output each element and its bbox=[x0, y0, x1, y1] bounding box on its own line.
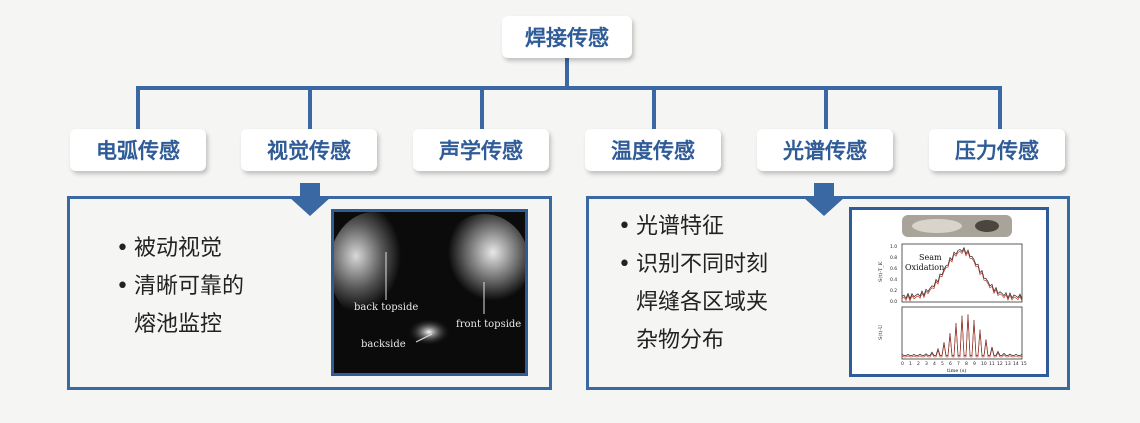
spectral-bullet-2-cont-1: 焊缝各区域夹 bbox=[636, 290, 769, 315]
vision-bullet-1: •被动视觉 bbox=[116, 236, 223, 261]
branch-arc bbox=[136, 86, 140, 130]
branch-spectral bbox=[824, 86, 828, 130]
spectral-bullet-2-cont-2: 杂物分布 bbox=[636, 328, 725, 353]
category-acoustic: 声学传感 bbox=[413, 129, 549, 171]
xtick-label: 0 bbox=[901, 361, 904, 367]
branch-vision bbox=[308, 86, 312, 130]
category-temperature-label: 温度传感 bbox=[611, 139, 695, 163]
branch-temperature bbox=[652, 86, 656, 130]
label-backside: backside bbox=[361, 339, 406, 350]
xtick-label: 1 bbox=[909, 361, 912, 367]
branch-pressure bbox=[998, 86, 1002, 130]
root-node: 焊接传感 bbox=[502, 16, 632, 58]
xtick-label: 11 bbox=[989, 361, 995, 367]
bottom-series-fit-line bbox=[901, 315, 1023, 358]
ylabel-top: S(t)-T_K bbox=[877, 261, 884, 282]
weld-pool-photo bbox=[334, 212, 525, 346]
vision-bullets: •被动视觉 •清晰可靠的 熔池监控 bbox=[116, 230, 244, 344]
category-vision: 视觉传感 bbox=[241, 129, 377, 171]
ytick-label: 0.4 bbox=[890, 277, 897, 283]
xtick-label: 4 bbox=[933, 361, 936, 367]
horizontal-bus bbox=[136, 86, 1002, 90]
bottom-series bbox=[901, 314, 1023, 358]
category-vision-label: 视觉传感 bbox=[267, 139, 351, 163]
chart-annotation-seam: Seam bbox=[919, 253, 942, 262]
category-spectral: 光谱传感 bbox=[757, 129, 893, 171]
spectral-chart-image: Seam Oxidation S(t)-T_K S(t)-U 1.0 0.8 0.6… bbox=[849, 207, 1049, 377]
bottom-plot-frame bbox=[901, 306, 1023, 360]
category-pressure: 压力传感 bbox=[929, 129, 1065, 171]
top-series-line bbox=[901, 246, 1023, 300]
category-pressure-label: 压力传感 bbox=[955, 139, 1039, 163]
category-arc: 电弧传感 bbox=[70, 129, 206, 171]
xtick-label: 7 bbox=[957, 361, 960, 367]
spectral-bullet-1: •光谱特征 bbox=[618, 214, 725, 239]
spectral-bullets: •光谱特征 •识别不同时刻 焊缝各区域夹 杂物分布 bbox=[618, 208, 768, 360]
ytick-label: 1.0 bbox=[890, 244, 897, 250]
top-plot-frame bbox=[901, 243, 1023, 303]
yticks-top: 1.0 0.8 0.6 0.4 0.2 0.0 bbox=[890, 244, 897, 305]
branch-acoustic bbox=[480, 86, 484, 130]
category-acoustic-label: 声学传感 bbox=[439, 139, 523, 163]
xtick-label: 15 bbox=[1021, 361, 1027, 367]
chart-annotation-oxidation: Oxidation bbox=[905, 263, 944, 272]
label-front-topside: front topside bbox=[456, 319, 522, 330]
xtick-label: 6 bbox=[949, 361, 952, 367]
xtick-label: 12 bbox=[997, 361, 1003, 367]
top-series bbox=[901, 246, 1023, 302]
ytick-label: 0.8 bbox=[890, 255, 897, 261]
xtick-label: 10 bbox=[981, 361, 987, 367]
xlabel: time (s) bbox=[947, 367, 966, 374]
category-arc-label: 电弧传感 bbox=[96, 139, 180, 163]
spectral-bullet-2: •识别不同时刻 bbox=[618, 252, 769, 277]
top-series-fit-line bbox=[901, 248, 1023, 302]
xtick-label: 13 bbox=[1005, 361, 1011, 367]
vision-bullet-2: •清晰可靠的 bbox=[116, 274, 245, 299]
vision-down-arrow-icon bbox=[289, 183, 331, 216]
spectral-down-arrow-icon bbox=[803, 183, 845, 216]
label-back-topside: back topside bbox=[354, 302, 419, 313]
root-label: 焊接传感 bbox=[525, 26, 609, 50]
ylabel-bottom: S(t)-U bbox=[877, 325, 884, 340]
category-temperature: 温度传感 bbox=[585, 129, 721, 171]
xtick-label: 14 bbox=[1013, 361, 1019, 367]
ytick-label: 0.2 bbox=[890, 288, 897, 294]
xtick-label: 3 bbox=[925, 361, 928, 367]
xtick-label: 9 bbox=[973, 361, 976, 367]
spectral-chart: Seam Oxidation S(t)-T_K S(t)-U 1.0 0.8 0.6… bbox=[877, 215, 1027, 374]
xtick-label: 5 bbox=[941, 361, 944, 367]
ytick-label: 0.0 bbox=[890, 299, 897, 305]
category-spectral-label: 光谱传感 bbox=[783, 139, 867, 163]
vision-bullet-2-cont: 熔池监控 bbox=[134, 312, 223, 337]
xtick-label: 2 bbox=[917, 361, 920, 367]
ytick-label: 0.6 bbox=[890, 266, 897, 272]
root-stem bbox=[565, 58, 569, 88]
bottom-series-line bbox=[901, 314, 1023, 356]
xtick-label: 8 bbox=[965, 361, 968, 367]
weld-pool-image: back topside front topside backside bbox=[331, 209, 528, 376]
